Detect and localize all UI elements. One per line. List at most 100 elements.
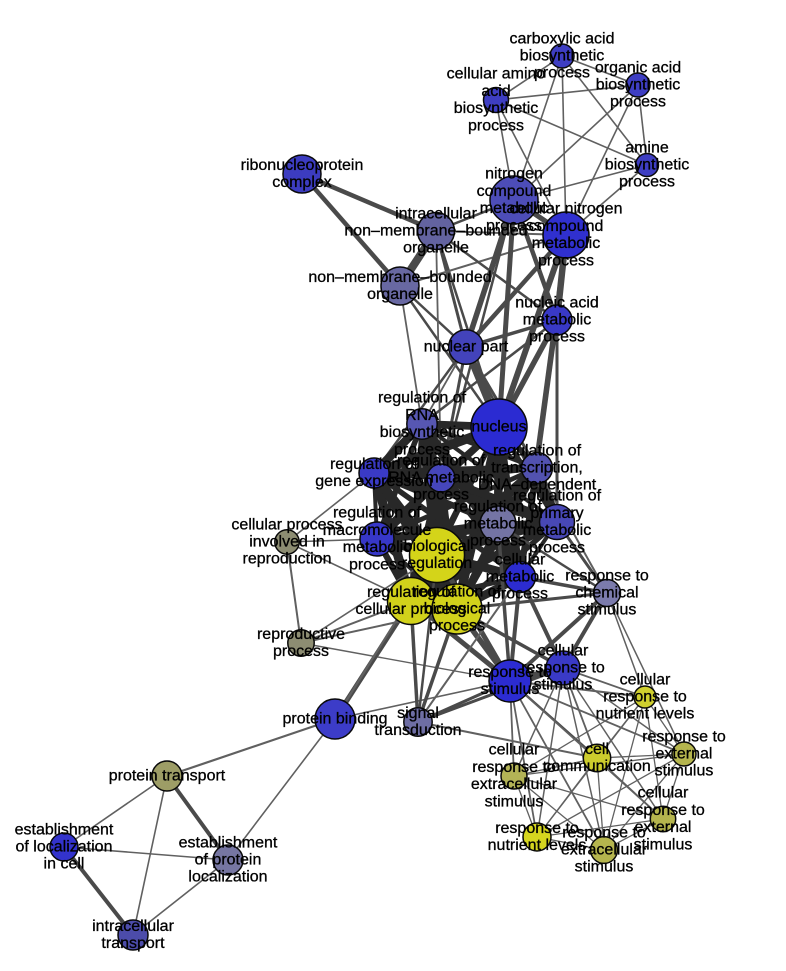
svg-text:of protein: of protein: [195, 852, 262, 869]
svg-text:regulation of: regulation of: [413, 583, 502, 600]
svg-text:DNA–dependent: DNA–dependent: [478, 477, 597, 494]
svg-text:biosynthetic: biosynthetic: [380, 424, 465, 441]
svg-text:cellular amino: cellular amino: [447, 66, 546, 83]
svg-text:transcription,: transcription,: [491, 460, 583, 477]
svg-text:nucleic acid: nucleic acid: [515, 294, 599, 311]
svg-text:process: process: [610, 94, 666, 111]
svg-text:nuclear part: nuclear part: [424, 339, 509, 356]
svg-text:metabolic: metabolic: [480, 200, 548, 217]
svg-text:cellular process: cellular process: [355, 601, 466, 618]
svg-text:response to: response to: [521, 660, 605, 677]
svg-text:cellular: cellular: [538, 642, 589, 659]
svg-text:protein binding: protein binding: [283, 711, 388, 728]
svg-text:stimulus: stimulus: [481, 681, 540, 698]
svg-text:stimulus: stimulus: [485, 793, 544, 810]
svg-text:cellular process: cellular process: [231, 516, 342, 533]
svg-text:RNA metabolic: RNA metabolic: [388, 470, 494, 487]
svg-text:chemical: chemical: [575, 585, 638, 602]
svg-text:compound: compound: [529, 218, 604, 235]
svg-text:stimulus: stimulus: [634, 836, 693, 853]
svg-text:extracellular: extracellular: [471, 776, 558, 793]
svg-text:process: process: [413, 487, 469, 504]
svg-text:reproduction: reproduction: [243, 551, 332, 568]
svg-text:process: process: [538, 252, 594, 269]
svg-text:regulation of: regulation of: [367, 584, 456, 601]
svg-text:cellular: cellular: [489, 742, 540, 759]
svg-text:intracellular: intracellular: [395, 205, 477, 222]
svg-text:organelle: organelle: [403, 240, 469, 257]
svg-text:non–membrane–bounded: non–membrane–bounded: [308, 269, 491, 286]
svg-text:amine: amine: [625, 139, 669, 156]
svg-text:signal: signal: [397, 705, 439, 722]
svg-text:extracellular: extracellular: [561, 842, 648, 859]
svg-text:of localization: of localization: [16, 839, 113, 856]
svg-text:process: process: [470, 533, 526, 550]
svg-text:involved in: involved in: [249, 534, 325, 551]
svg-text:metabolic: metabolic: [486, 569, 554, 586]
svg-text:compound: compound: [477, 183, 552, 200]
svg-text:process: process: [529, 329, 585, 346]
svg-text:response to: response to: [468, 664, 552, 681]
svg-text:acid: acid: [481, 83, 510, 100]
svg-text:nutrient levels: nutrient levels: [596, 706, 695, 723]
svg-text:transport: transport: [101, 935, 165, 952]
svg-text:response to: response to: [642, 728, 726, 745]
svg-text:reproductive: reproductive: [257, 626, 345, 643]
svg-text:biological: biological: [424, 601, 491, 618]
svg-text:regulation of: regulation of: [330, 456, 419, 473]
svg-text:regulation of: regulation of: [333, 505, 422, 522]
svg-text:process: process: [273, 643, 329, 660]
svg-text:cellular: cellular: [638, 785, 689, 802]
svg-text:stimulus: stimulus: [575, 859, 634, 876]
svg-text:organic acid: organic acid: [595, 59, 681, 76]
svg-text:nitrogen: nitrogen: [485, 166, 543, 183]
svg-text:RNA: RNA: [405, 407, 439, 424]
svg-text:metabolic: metabolic: [523, 312, 591, 329]
svg-text:process: process: [534, 65, 590, 82]
svg-text:metabolic: metabolic: [464, 516, 532, 533]
svg-text:organelle: organelle: [367, 286, 433, 303]
svg-text:stimulus: stimulus: [534, 677, 593, 694]
svg-text:transduction: transduction: [374, 722, 461, 739]
svg-text:response to: response to: [565, 567, 649, 584]
svg-text:process: process: [619, 174, 675, 191]
svg-text:macromolecule: macromolecule: [323, 522, 432, 539]
svg-text:response to: response to: [495, 820, 579, 837]
svg-text:communication: communication: [543, 758, 651, 775]
svg-text:process: process: [529, 539, 585, 556]
svg-text:metabolic: metabolic: [343, 539, 411, 556]
svg-text:process: process: [349, 556, 405, 573]
svg-text:cellular: cellular: [620, 671, 671, 688]
svg-text:biosynthetic: biosynthetic: [454, 100, 539, 117]
svg-text:regulation of: regulation of: [397, 452, 486, 469]
svg-text:nutrient levels: nutrient levels: [488, 837, 587, 854]
svg-text:biosynthetic: biosynthetic: [605, 157, 690, 174]
svg-text:in cell: in cell: [44, 856, 85, 873]
svg-text:regulation of: regulation of: [493, 442, 582, 459]
svg-text:stimulus: stimulus: [578, 602, 637, 619]
svg-text:biological: biological: [404, 538, 471, 555]
svg-text:process: process: [468, 117, 524, 134]
svg-text:response to: response to: [472, 759, 556, 776]
svg-text:protein transport: protein transport: [109, 768, 226, 785]
svg-text:process: process: [394, 441, 450, 458]
svg-text:regulation: regulation: [402, 555, 472, 572]
svg-text:process: process: [486, 217, 542, 234]
svg-text:ribonucleoprotein: ribonucleoprotein: [241, 157, 364, 174]
svg-text:regulation of: regulation of: [454, 498, 543, 515]
svg-text:regulation of: regulation of: [513, 488, 602, 505]
svg-text:biosynthetic: biosynthetic: [520, 48, 605, 65]
svg-text:stimulus: stimulus: [655, 763, 714, 780]
svg-text:gene expression: gene expression: [315, 473, 432, 490]
svg-text:process: process: [429, 618, 485, 635]
svg-text:intracellular: intracellular: [92, 918, 174, 935]
svg-text:process: process: [492, 586, 548, 603]
svg-text:cellular: cellular: [495, 551, 546, 568]
svg-text:external: external: [635, 819, 692, 836]
svg-text:carboxylic acid: carboxylic acid: [510, 30, 615, 47]
svg-text:biosynthetic: biosynthetic: [596, 77, 681, 94]
svg-text:complex: complex: [272, 174, 332, 191]
svg-text:response to: response to: [562, 824, 646, 841]
svg-text:external: external: [656, 746, 713, 763]
svg-text:response to: response to: [621, 802, 705, 819]
